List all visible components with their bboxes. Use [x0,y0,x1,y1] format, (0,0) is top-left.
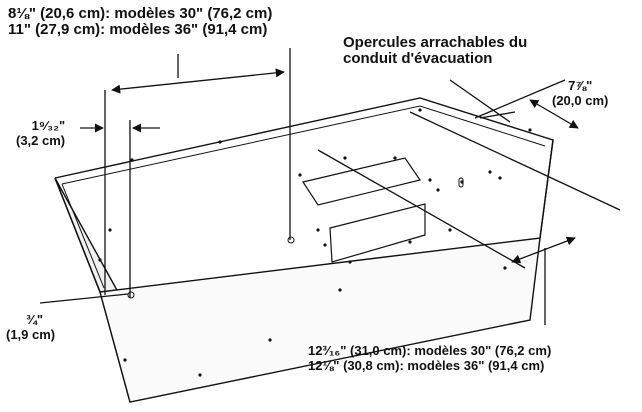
side-offset-label-line1: 1⁹⁄₃₂" [31,118,66,133]
bottom-width-label-line1: 12³⁄₁₆" (31,0 cm): modèles 30" (76,2 cm) [308,343,552,358]
top-width-label-line1: 8⅛" (20,6 cm): modèles 30" (76,2 cm) [8,5,273,22]
hood-inner-lip [61,105,546,185]
hood-body [54,97,554,403]
top-width-label-line2: 11" (27,9 cm): modèles 36" (91,4 cm) [8,21,268,38]
side-offset-label: 1⁹⁄₃₂" (3,2 cm) [16,118,65,148]
bottom-width-label: 12³⁄₁₆" (31,0 cm): modèles 30" (76,2 cm)… [308,343,551,373]
bottom-offset-label-line2: (1,9 cm) [6,327,56,342]
bottom-width-label-line2: 12⅛" (30,8 cm): modèles 36" (91,4 cm) [308,358,545,373]
keyhole-slots [127,177,464,299]
depth-label-line1: 7⅞" [568,78,593,93]
duct-knockout-openings [302,157,426,263]
bottom-offset-label-line1: ¾" [26,312,44,327]
top-width-arrow [111,68,285,94]
knockouts-label-line1: Opercules arrachables du [343,34,528,51]
knockout-top-opening [302,157,421,206]
knockouts-label: Opercules arrachables du conduit d'évacu… [343,35,527,67]
side-offset-label-line2: (3,2 cm) [16,133,66,148]
depth-arrow [529,99,579,129]
dimension-lines [39,48,621,325]
depth-label: 7⅞" (20,0 cm) [552,78,608,108]
hood-bottom-panel [99,237,541,403]
knockout-side-opening [329,203,426,263]
bottom-width-arrow [511,236,576,264]
depth-label-line2: (20,0 cm) [552,93,609,108]
mounting-holes [98,108,532,377]
knockouts-label-line2: conduit d'évacuation [343,50,493,67]
bottom-offset-label: ¾" (1,9 cm) [6,312,55,342]
top-width-label: 8⅛" (20,6 cm): modèles 30" (76,2 cm) 11"… [8,6,272,38]
